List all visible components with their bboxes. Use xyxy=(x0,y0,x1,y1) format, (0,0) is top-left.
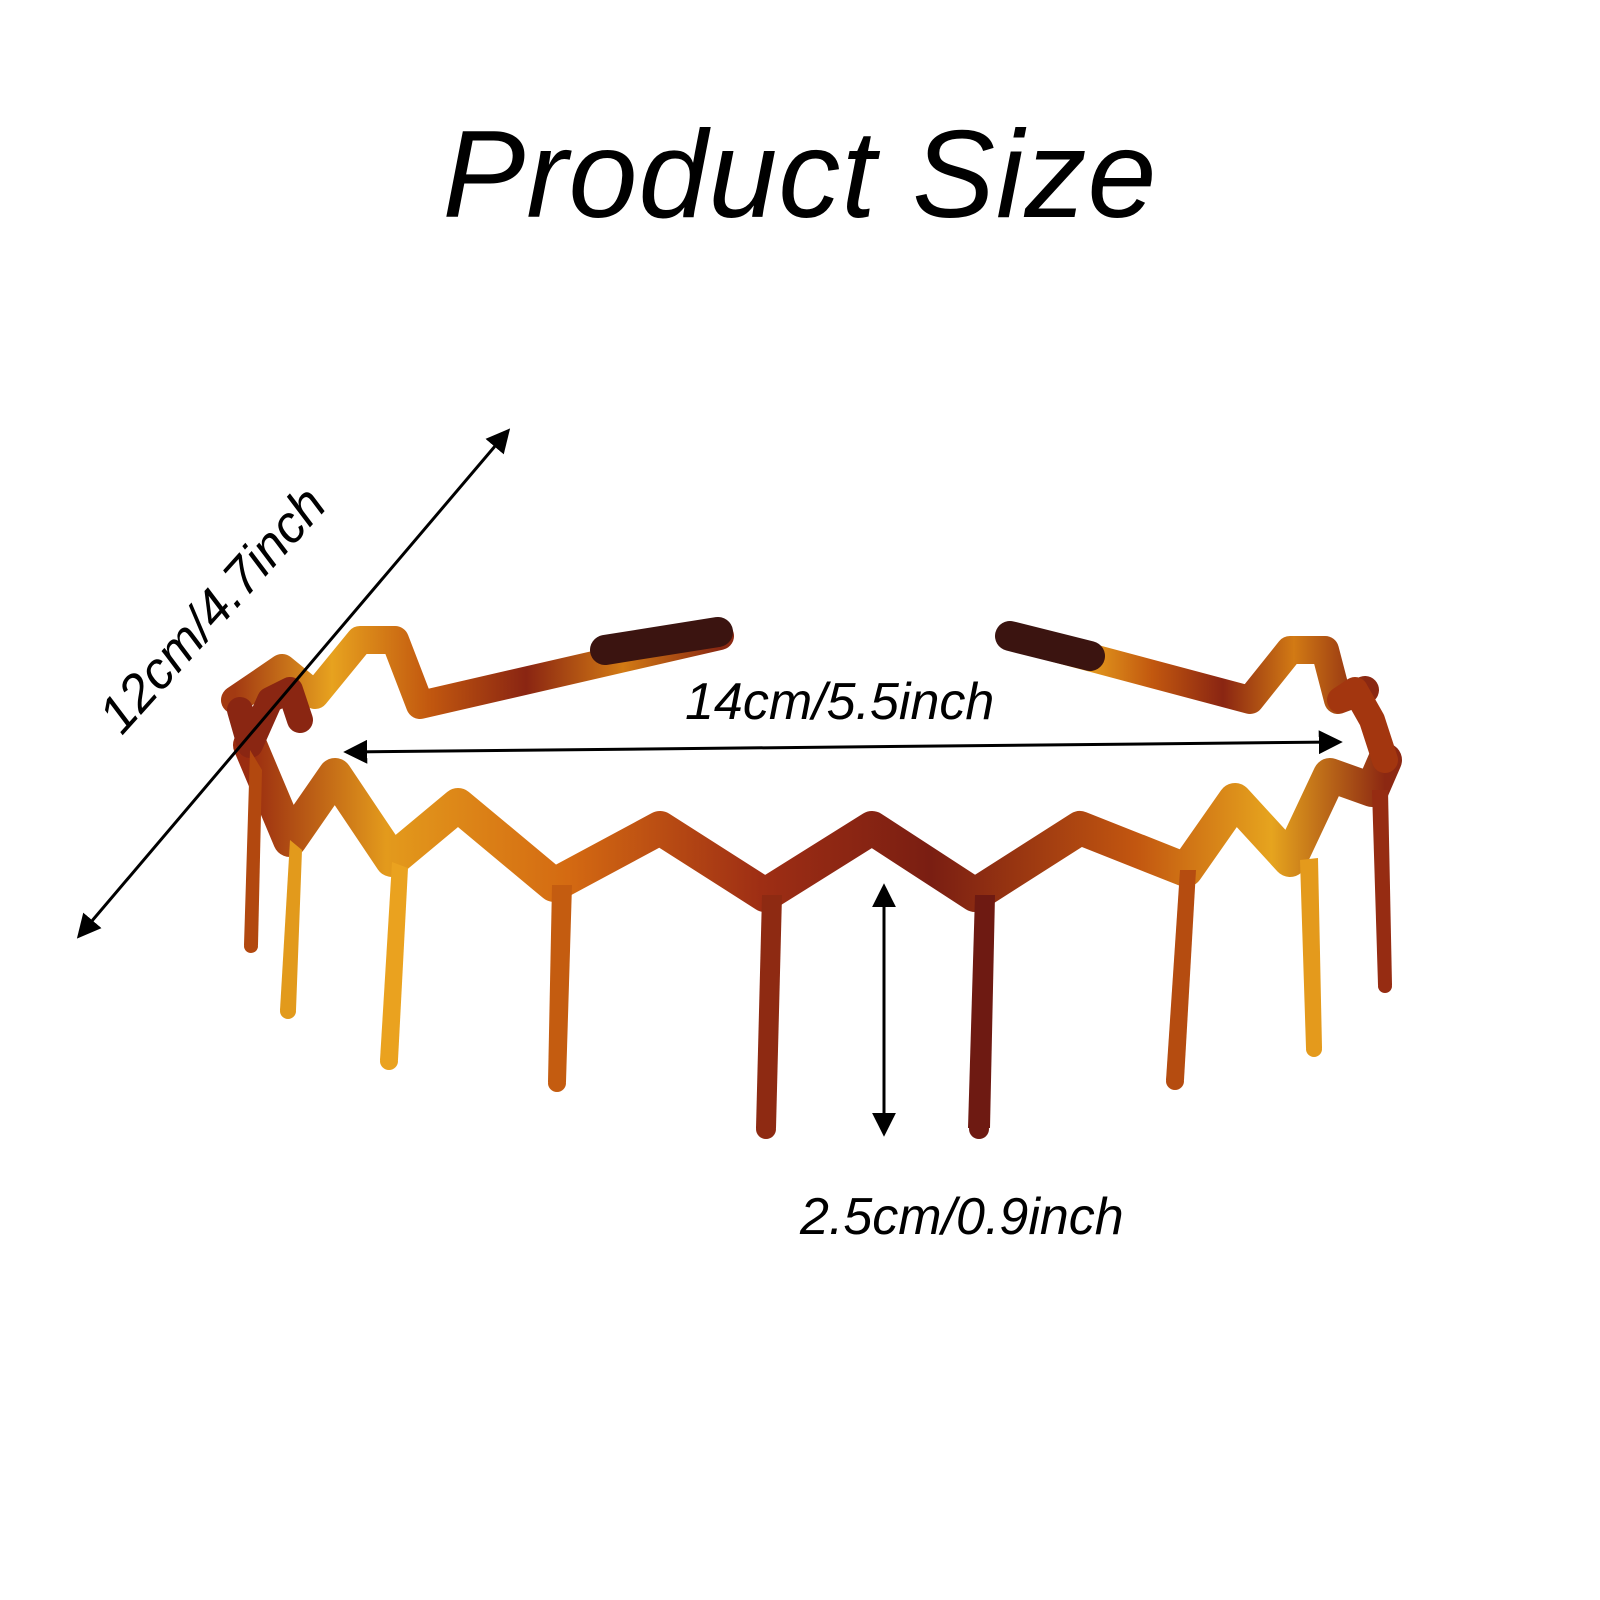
depth-dimension-arrow xyxy=(76,428,511,939)
page-title: Product Size xyxy=(442,106,1158,244)
width-label: 14cm/5.5inch xyxy=(685,673,995,731)
headband-back-arm-right xyxy=(995,621,1379,714)
tooth-height-label: 2.5cm/0.9inch xyxy=(800,1188,1124,1246)
width-dimension-arrow xyxy=(343,730,1343,764)
